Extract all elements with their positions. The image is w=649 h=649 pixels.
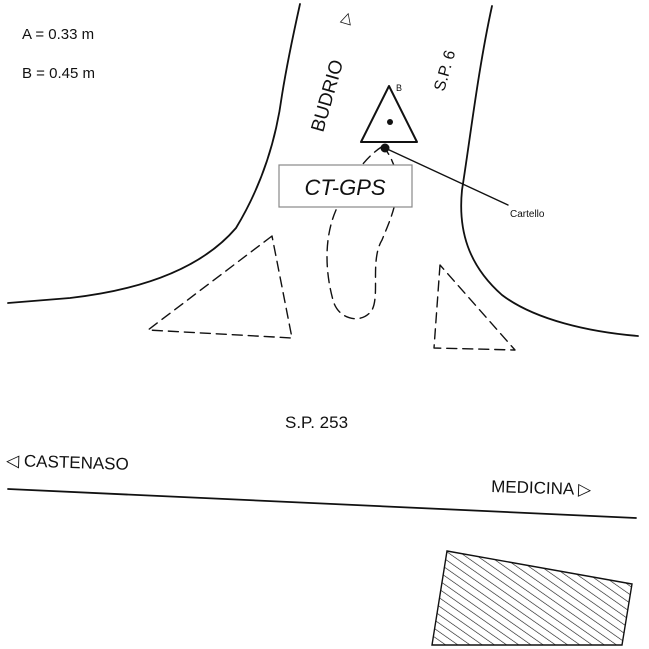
hatched-building: [431, 550, 633, 646]
sign-corner-letter: B: [396, 83, 402, 93]
budrio-direction-arrow-icon: ▷: [337, 10, 357, 26]
road-label-sp253: S.P. 253: [285, 413, 348, 432]
right-traffic-island: [433, 264, 516, 351]
legend-a-value: A = 0.33 m: [22, 26, 94, 43]
sign-callout-label: Cartello: [510, 209, 545, 220]
sign-triangle-icon: [360, 85, 418, 143]
sign-center-dot: [387, 119, 393, 125]
station-label: CT-GPS: [304, 175, 385, 200]
road-label-budrio: BUDRIO: [308, 58, 349, 135]
main-road-line: [7, 488, 637, 519]
road-sign: B: [360, 83, 418, 143]
direction-label-castenaso: ◁ CASTENASO: [6, 451, 129, 474]
road-label-sp6: S.P. 6: [432, 48, 460, 93]
station-label-frame: [278, 164, 413, 208]
left-traffic-island: [147, 235, 293, 339]
sign-callout-line: [384, 147, 509, 206]
legend-b-value: B = 0.45 m: [22, 65, 95, 82]
station-label-box: CT-GPS: [278, 164, 413, 208]
center-right-road-curb: [460, 5, 639, 337]
direction-label-medicina: MEDICINA ▷: [491, 477, 592, 499]
left-road-curb: [7, 3, 301, 304]
